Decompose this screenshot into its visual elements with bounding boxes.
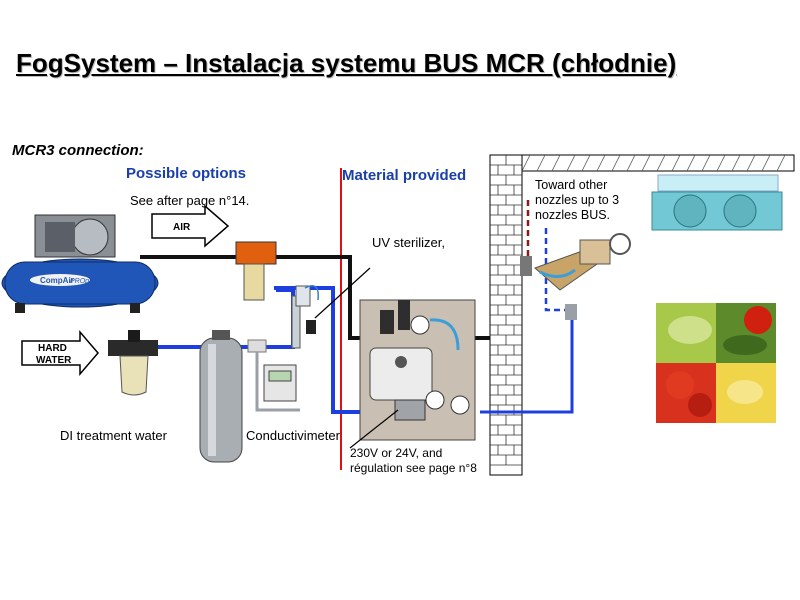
- water-prefilter: [108, 330, 158, 396]
- power-note: 230V or 24V, and régulation see page n°8: [350, 446, 480, 476]
- vegetables-image: [656, 303, 776, 423]
- di-treatment-cylinder: [199, 330, 243, 463]
- uv-sterilizer: [291, 267, 371, 349]
- mcr-pump-unit: [349, 299, 476, 449]
- water-pipe-outlet: [480, 320, 574, 414]
- toward-other-nozzles-label: Toward other nozzles up to 3 nozzles BUS…: [535, 178, 620, 222]
- possible-options-heading: Possible options: [126, 165, 247, 182]
- air-arrow: AIR: [151, 204, 230, 248]
- compressor-model: PROpack: [70, 278, 100, 285]
- evaporator-unit: [651, 174, 783, 231]
- conductivimeter-label: Conductivimeter: [246, 428, 340, 443]
- power-note-line2: régulation see page n°8: [350, 461, 477, 475]
- see-after-note: See after page n°14.: [130, 193, 250, 208]
- material-provided-heading: Material provided: [342, 167, 467, 184]
- page-title: FogSystem – Instalacja systemu BUS MCR (…: [16, 48, 677, 78]
- compressor-brand: CompAir: [40, 276, 74, 285]
- water-pipe-uv: [274, 286, 375, 414]
- hard-water-label-1: HARD: [38, 343, 67, 354]
- air-arrow-label: AIR: [173, 222, 191, 233]
- power-note-line1: 230V or 24V, and: [350, 446, 443, 460]
- uv-sterilizer-label: UV sterilizer,: [372, 235, 445, 250]
- hard-water-label-2: WATER: [36, 355, 72, 366]
- hard-water-arrow: HARD WATER: [21, 329, 99, 377]
- di-treatment-label: DI treatment water: [60, 428, 167, 443]
- water-pipe-dashed: [544, 228, 570, 312]
- mcr3-connection-heading: MCR3 connection:: [12, 142, 144, 159]
- wall: [489, 154, 795, 476]
- air-filter-regulator: [235, 241, 277, 301]
- air-compressor: CompAir PROpack: [1, 214, 159, 313]
- nozzle-head: [520, 233, 631, 320]
- conductivimeter: [247, 339, 300, 412]
